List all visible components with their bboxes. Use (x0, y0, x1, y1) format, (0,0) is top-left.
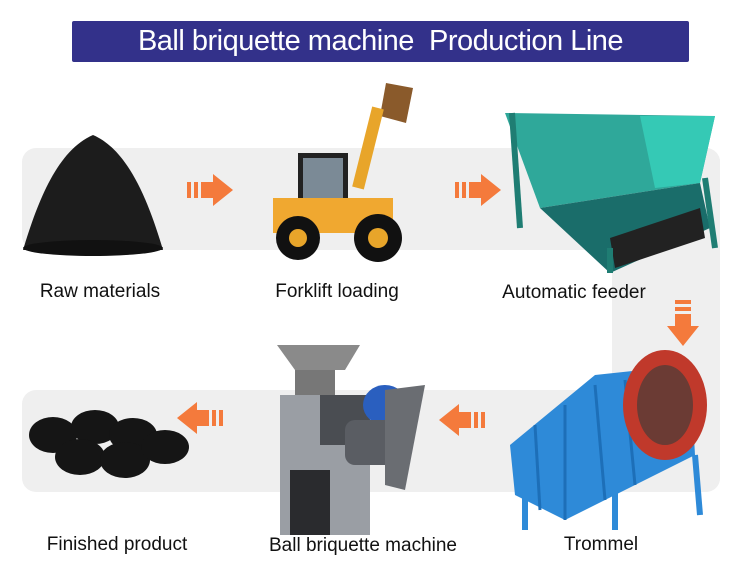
hopper-feeder-icon (505, 112, 718, 273)
step-label-finished-product: Finished product (46, 534, 188, 555)
arrow-left-icon (439, 404, 485, 436)
step-label-raw-materials: Raw materials (39, 281, 161, 302)
step-label-automatic-feeder: Automatic feeder (502, 282, 646, 303)
step-label-forklift-loading: Forklift loading (275, 281, 399, 302)
page-title: Ball briquette machine Production Line (72, 21, 689, 62)
arrow-left-icon (177, 402, 223, 434)
briquette-press-icon (277, 345, 425, 535)
coal-powder-pile-icon (23, 135, 163, 256)
coal-briquettes-icon (29, 410, 189, 478)
arrow-right-icon (455, 174, 501, 206)
trommel-screen-icon (510, 350, 707, 530)
step-label-ball-briquette-machine: Ball briquette machine (269, 535, 457, 556)
wheel-loader-icon (273, 83, 413, 262)
arrow-down-icon (667, 300, 699, 346)
step-label-trommel: Trommel (563, 534, 639, 555)
arrow-right-icon (187, 174, 233, 206)
